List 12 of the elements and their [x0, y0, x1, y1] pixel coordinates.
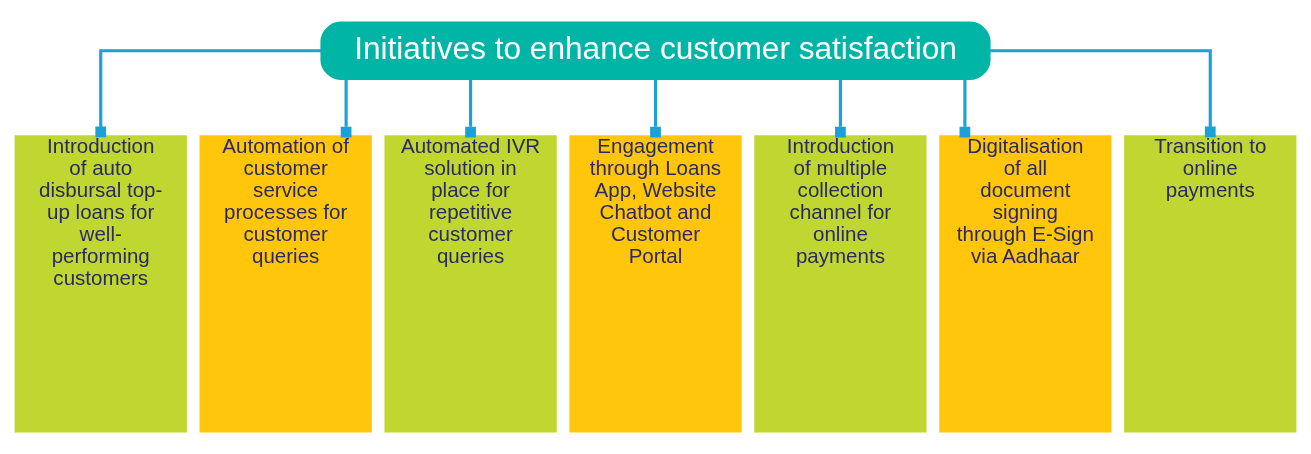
node-box: Digitalisation of all document signing through E-Sign via Aadhaar	[939, 135, 1112, 433]
connector	[989, 49, 1216, 138]
node-box: Engagement through Loans App, Website Chatbot and Customer Portal	[569, 135, 742, 433]
node-box: Automation of customer service processes for customer queries	[199, 135, 372, 433]
node-box: Initiatives to enhance customer satisfaction	[320, 21, 991, 80]
connector	[95, 49, 322, 138]
node-box: Introduction of multiple collection channel for online payments	[754, 135, 927, 433]
connector	[959, 79, 971, 138]
node-box: Introduction of auto disbursal top-up loans for well-performing customers	[14, 135, 187, 433]
node-box: Automated IVR solution in place for repetitive customer queries	[384, 135, 557, 433]
node-box: Transition to online payments	[1124, 135, 1297, 433]
connector	[340, 79, 352, 138]
